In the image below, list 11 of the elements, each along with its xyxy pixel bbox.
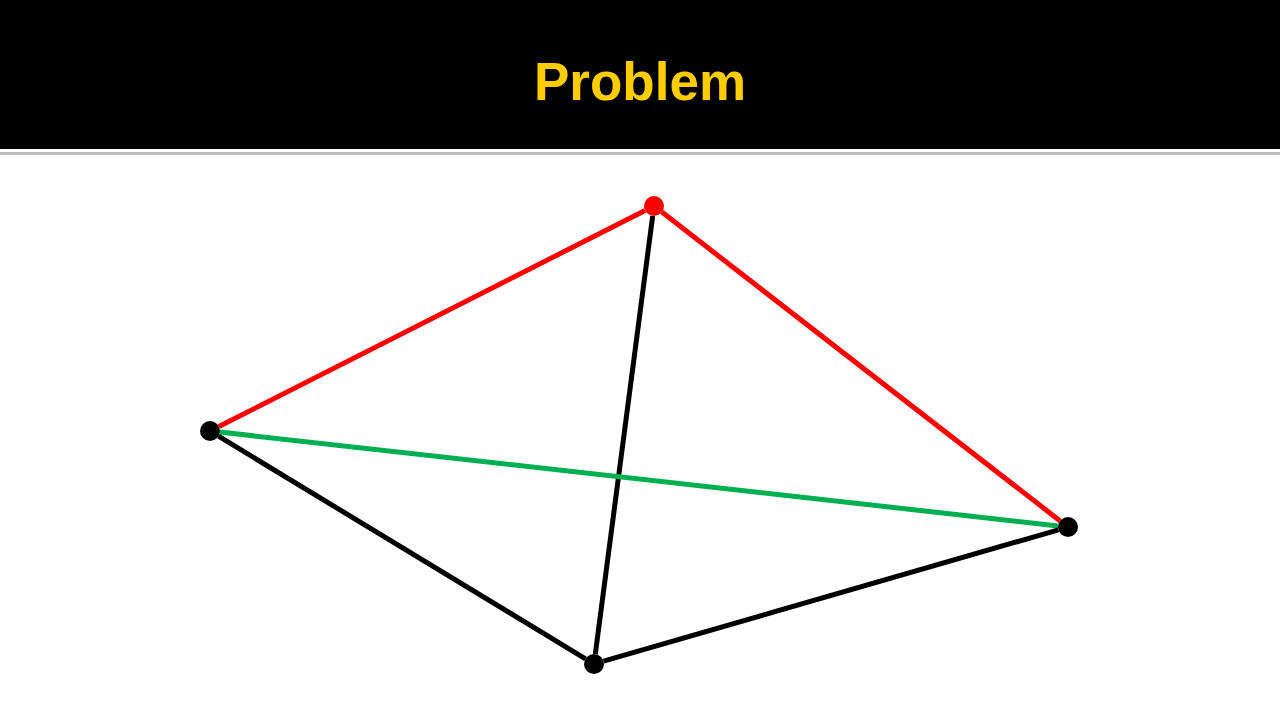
- title: Problem: [533, 51, 747, 108]
- vertex-dot: [200, 421, 220, 441]
- connector-line: [592, 215, 656, 655]
- connector-line: [219, 429, 1059, 529]
- vertex-dot: [644, 196, 664, 216]
- connector-line: [602, 527, 1060, 664]
- connector-line: [660, 210, 1062, 523]
- connector-line: [217, 208, 647, 429]
- vertex-dot: [1058, 517, 1078, 537]
- connector-line: [217, 434, 587, 661]
- vertex-dot: [584, 654, 604, 674]
